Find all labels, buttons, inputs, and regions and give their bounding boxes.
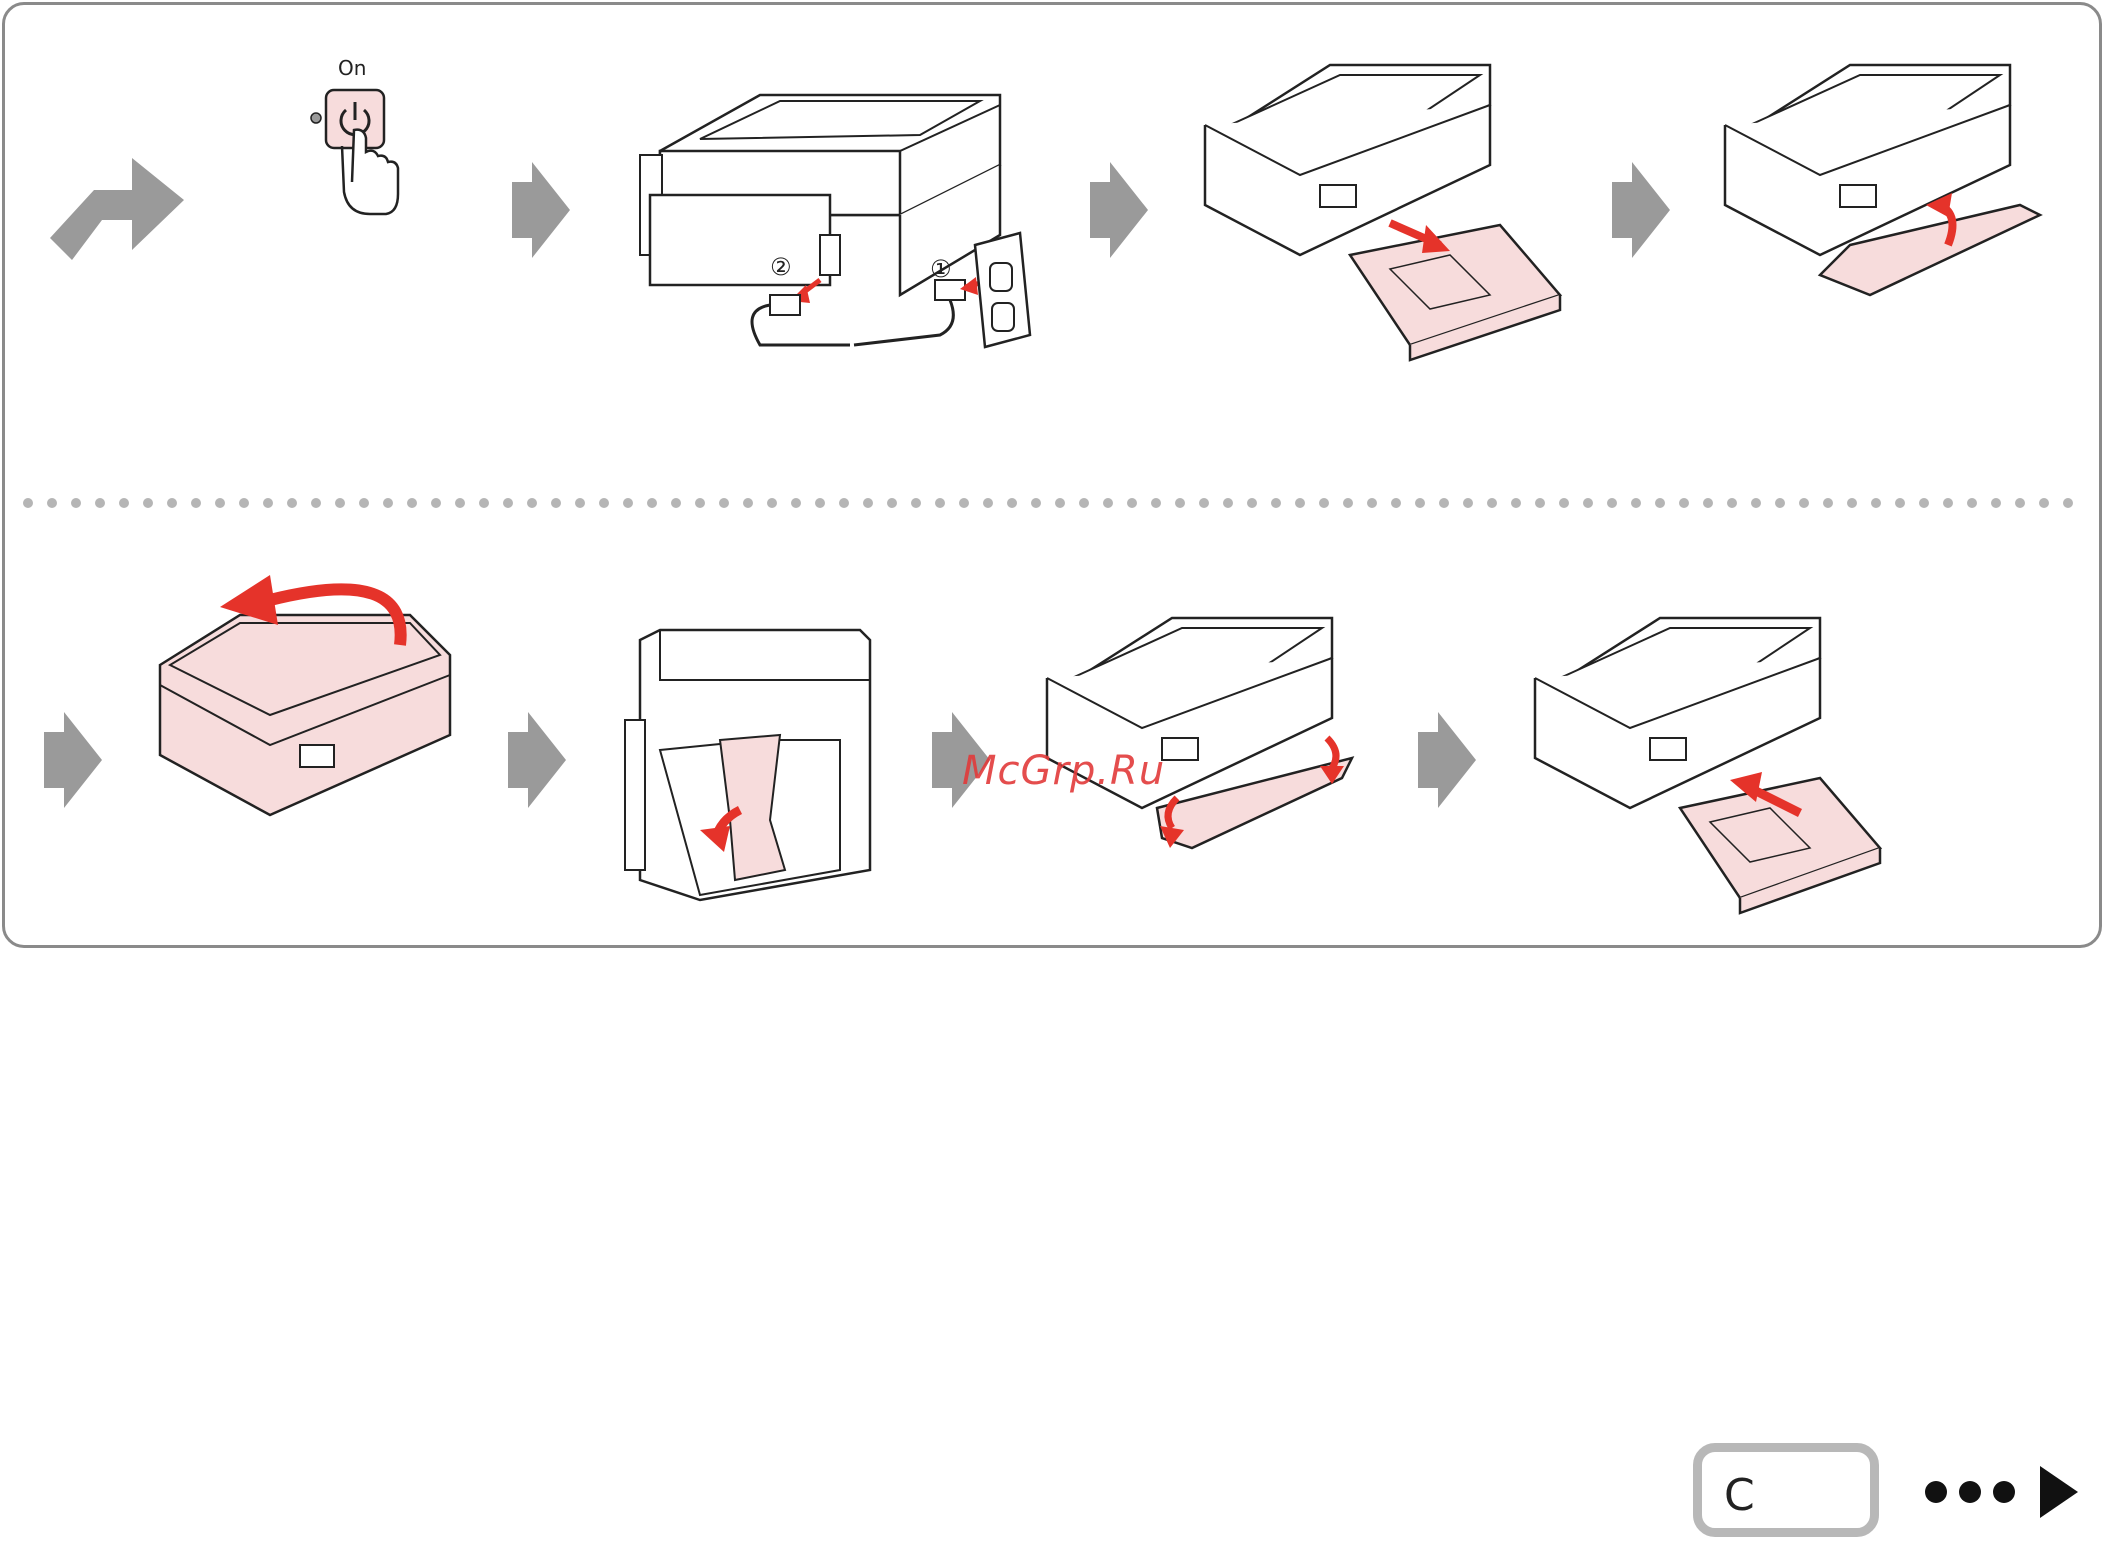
continue-arrow-icon: [44, 150, 194, 265]
step-arrow-icon: [44, 712, 104, 812]
continue-next-icon: [1922, 1462, 2082, 1522]
tilt-printer-step: [150, 555, 460, 830]
remove-cassette-step: [1200, 55, 1570, 365]
power-button-step: [300, 82, 410, 232]
step-one-marker: ①: [930, 255, 952, 283]
power-led-icon: [311, 113, 321, 123]
step-arrow-icon: [512, 162, 572, 262]
insert-cassette-step: [1530, 608, 1890, 918]
step-arrow-icon: [1090, 162, 1150, 262]
step-two-marker: ②: [770, 253, 792, 281]
section-reference-label: C: [1724, 1470, 1755, 1521]
step-arrow-icon: [1612, 162, 1672, 262]
step-arrow-icon: [508, 712, 568, 812]
remove-jammed-paper-step: [620, 620, 880, 910]
step-arrow-icon: [1418, 712, 1478, 812]
unplug-cables-step: ② ①: [620, 55, 1040, 355]
power-on-label: On: [338, 56, 366, 80]
row-separator: [22, 497, 2092, 509]
open-cover-step: [1042, 608, 1362, 858]
section-reference-box: C: [1693, 1443, 1879, 1537]
watermark-text: McGrp.Ru: [962, 748, 1165, 794]
output-tray-step: [1720, 55, 2050, 305]
